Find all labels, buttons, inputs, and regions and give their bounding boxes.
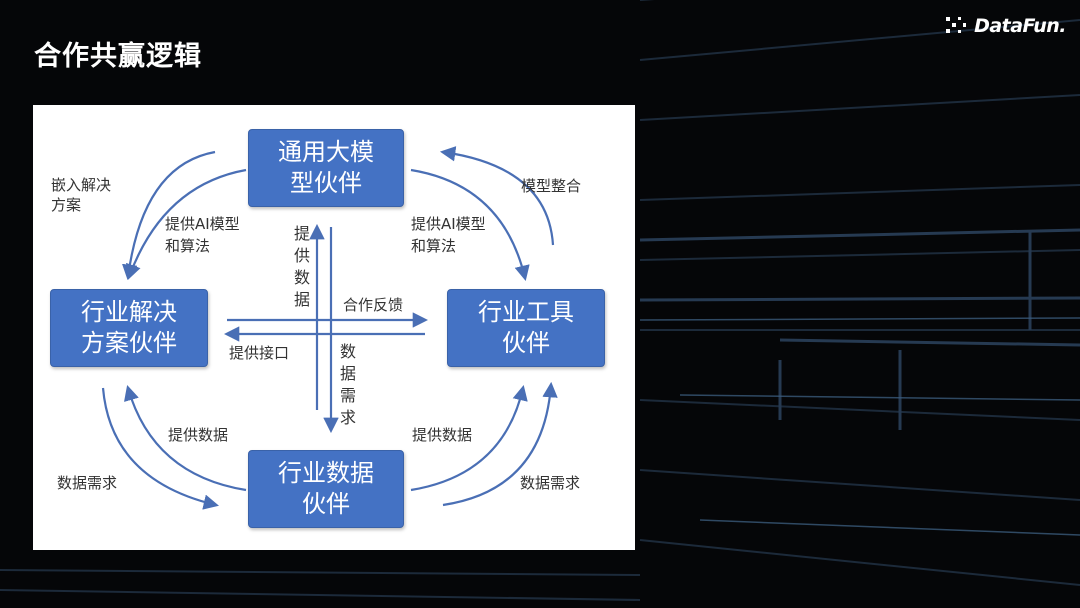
label-center-provide-data: 提供数据 [294,224,311,309]
arrow-outer-top-left [122,150,216,281]
arrow-inner-bottom-right [410,384,528,492]
cooperation-diagram: 通用大模型伙伴 行业解决方案伙伴 行业工具伙伴 行业数据伙伴 嵌入解决方案 模型… [33,105,635,550]
node-industry-tool-partner: 行业工具伙伴 [447,289,605,367]
label-provide-ai-models-left: 提供AI模型和算法 [165,215,240,255]
label-center-cooperation-feedback: 合作反馈 [343,296,404,314]
arrow-outer-top-right [439,146,555,246]
datafun-logo: DataFun. [944,10,1066,42]
arrow-inner-bottom-left [124,385,247,492]
label-embed-solution: 嵌入解决方案 [51,176,112,214]
label-data-demand-right: 数据需求 [520,474,581,492]
label-center-provide-interface: 提供接口 [229,344,290,362]
arrow-outer-bottom-left [101,387,219,510]
label-model-integration: 模型整合 [521,177,582,195]
label-data-demand-left: 数据需求 [57,474,118,492]
label-center-data-demand: 数据需求 [340,342,357,427]
node-industry-solution-partner: 行业解决方案伙伴 [50,289,208,367]
slide-title: 合作共赢逻辑 [34,41,202,72]
label-provide-data-right: 提供数据 [412,426,473,444]
node-general-llm-partner: 通用大模型伙伴 [248,129,404,207]
arrow-inner-top-right [410,168,530,281]
datafun-logo-icon [946,17,967,33]
label-provide-ai-models-right: 提供AI模型和算法 [411,215,486,255]
datafun-logo-text: DataFun. [974,15,1066,37]
label-provide-data-left: 提供数据 [168,426,229,444]
node-industry-data-partner: 行业数据伙伴 [248,450,404,528]
arrow-inner-top-left [126,168,247,280]
arrow-outer-bottom-right [442,381,558,507]
diagram-arrows [101,146,558,510]
